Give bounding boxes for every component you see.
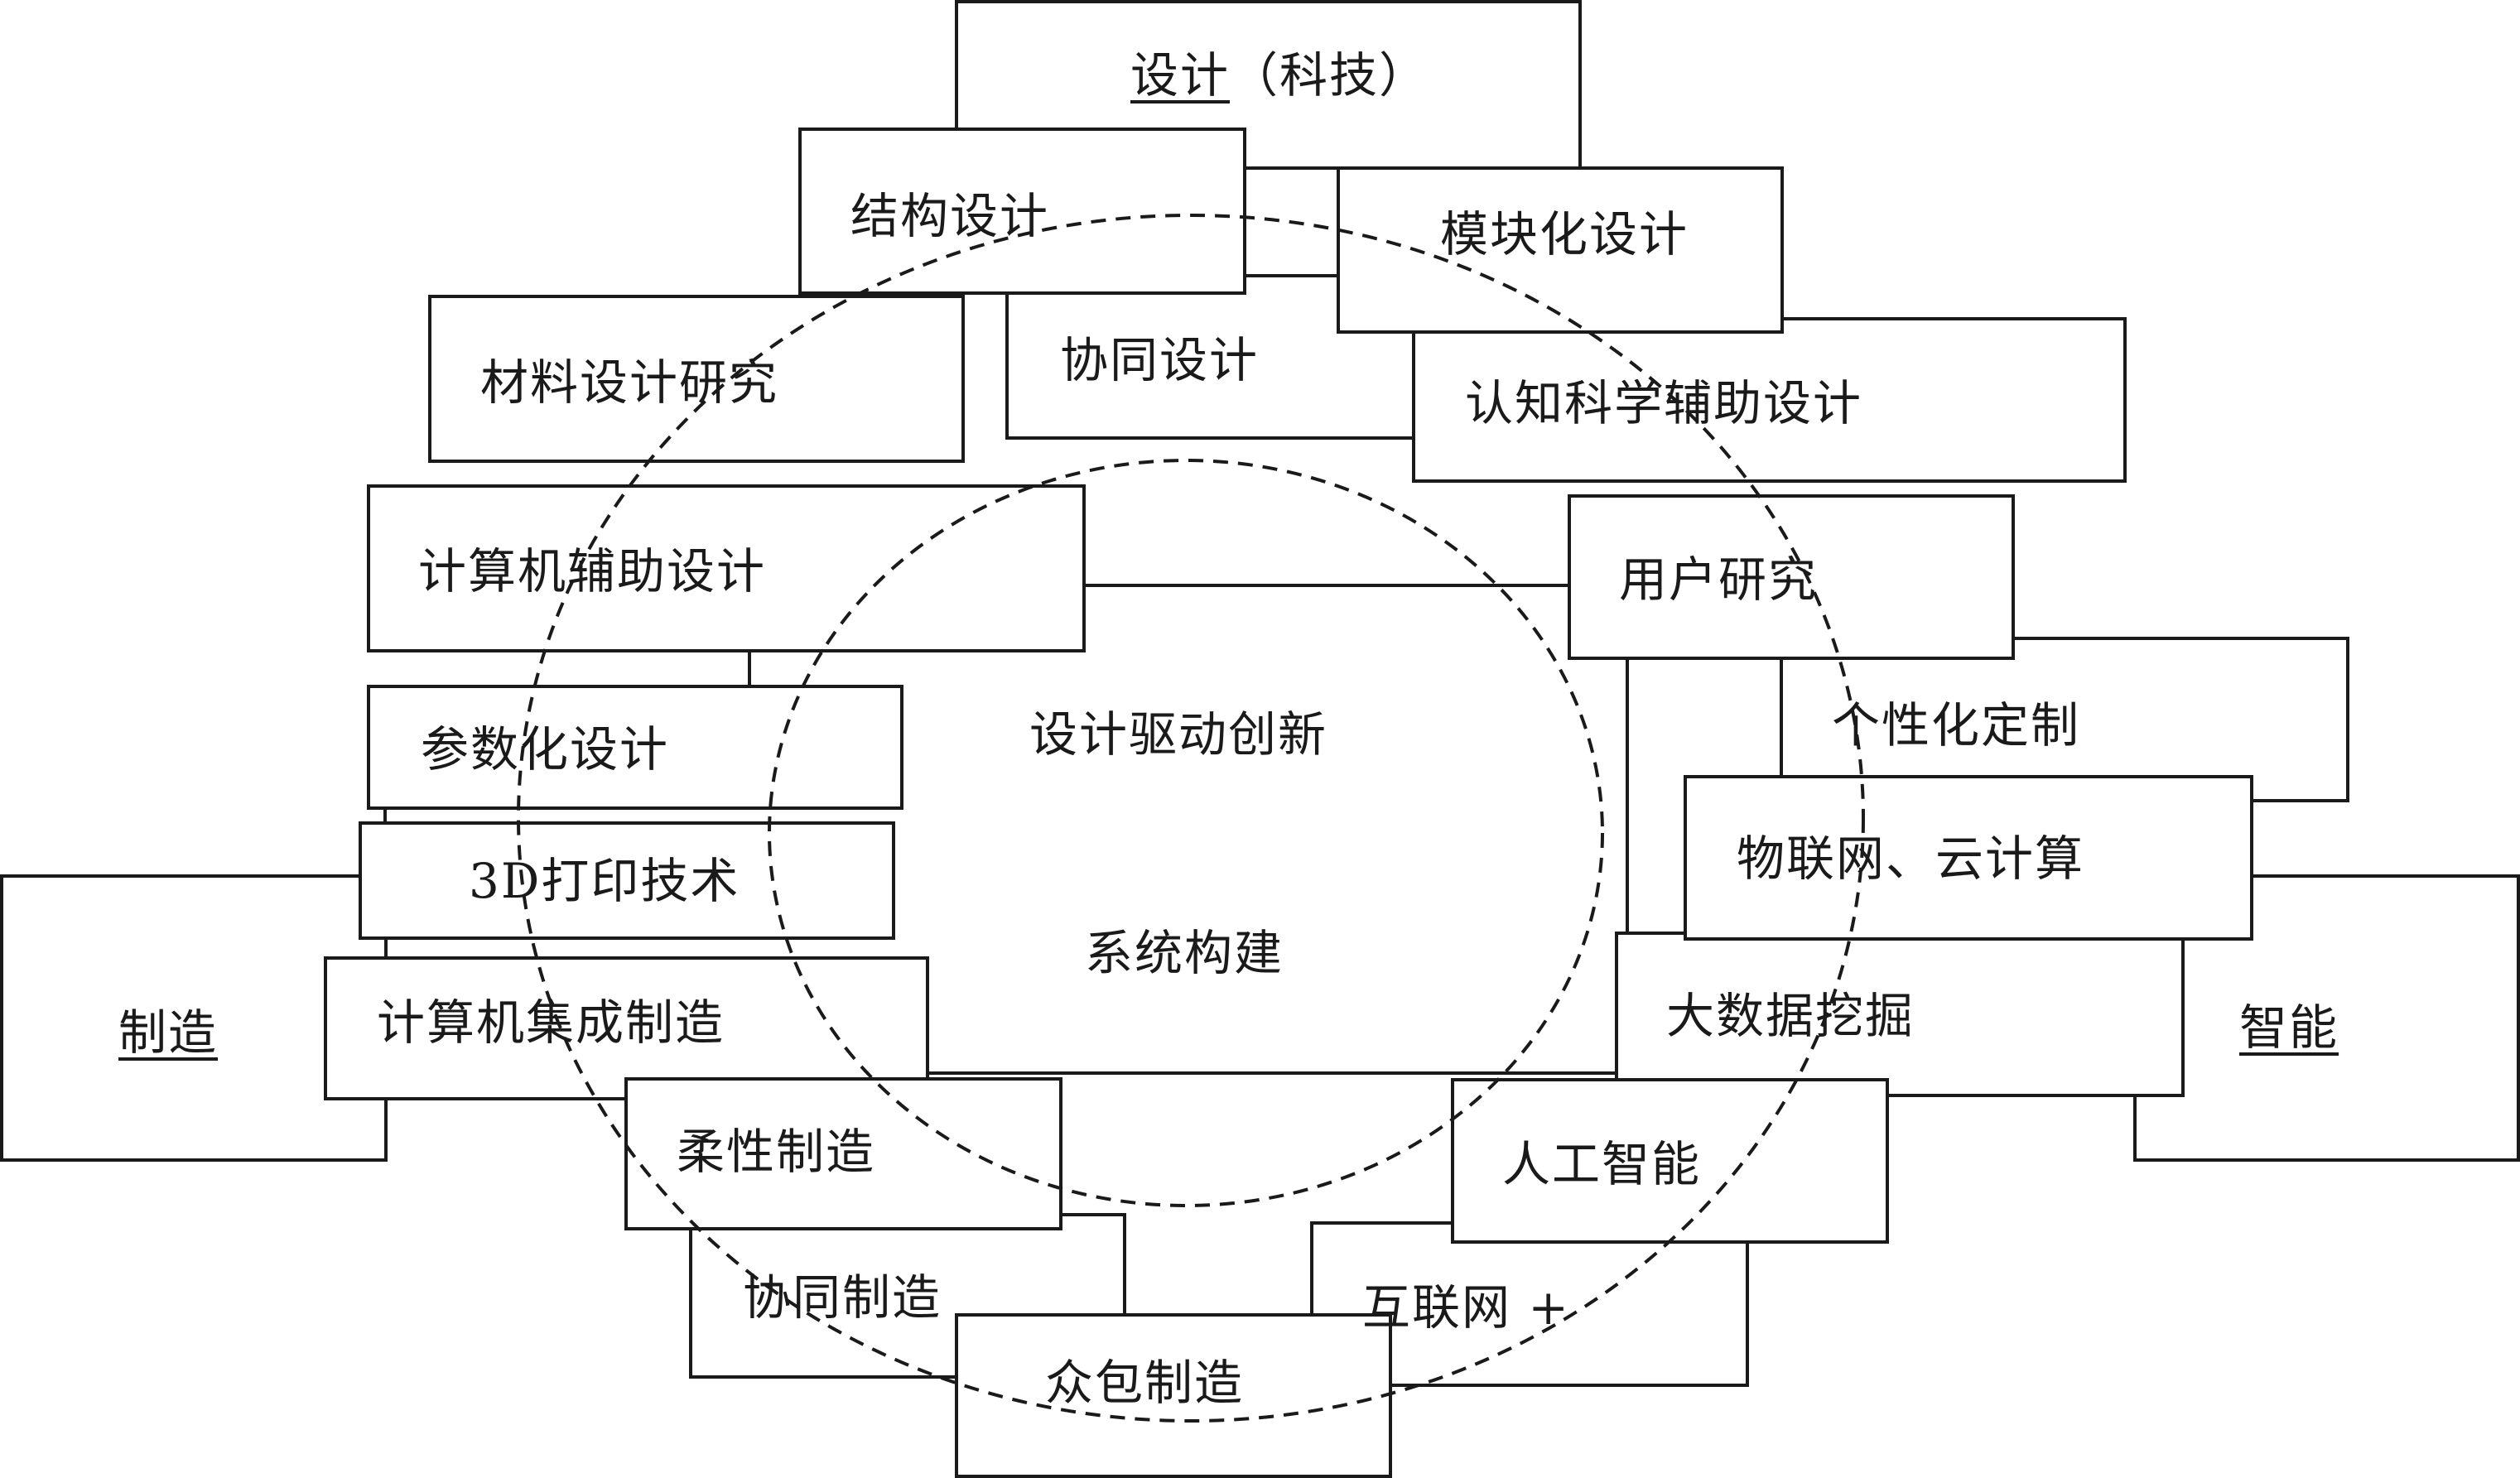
manufacturing-box xyxy=(0,874,388,1162)
structure-design-label: 结构设计 xyxy=(850,188,1050,244)
printing-3d-label: 3D打印技术 xyxy=(469,853,740,909)
intelligence-label: 智能 xyxy=(2239,999,2339,1056)
center-subtitle: 系统构建 xyxy=(1085,925,1284,981)
ai-label: 人工智能 xyxy=(1502,1136,1702,1192)
center-title: 设计驱动创新 xyxy=(1029,706,1328,763)
design-tech-label: 设计（科技） xyxy=(1130,51,1429,99)
crowdsourced-mfg-label: 众包制造 xyxy=(1045,1355,1245,1411)
user-research-label: 用户研究 xyxy=(1619,551,1819,608)
material-design-label: 材料设计研究 xyxy=(480,354,779,411)
modular-design-label: 模块化设计 xyxy=(1440,206,1689,262)
flexible-mfg-label: 柔性制造 xyxy=(677,1124,876,1180)
iot-cloud-label: 物联网、云计算 xyxy=(1737,830,2085,887)
personalized-custom-label: 个性化定制 xyxy=(1832,697,2081,753)
cim-label: 计算机集成制造 xyxy=(377,994,725,1051)
collaborative-design-label: 协同设计 xyxy=(1060,332,1260,388)
manufacturing-label: 制造 xyxy=(118,1004,219,1061)
big-data-label: 大数据挖掘 xyxy=(1666,988,1915,1044)
personalized-custom-box xyxy=(1780,637,2349,802)
cad-label: 计算机辅助设计 xyxy=(418,543,767,599)
design-underlined-word: 设计 xyxy=(1130,47,1231,104)
parametric-design-label: 参数化设计 xyxy=(421,721,670,778)
cognitive-aided-design-label: 认知科学辅助设计 xyxy=(1465,375,1863,431)
design-tech-suffix: （科技） xyxy=(1230,47,1429,104)
collaborative-mfg-label: 协同制造 xyxy=(743,1269,942,1326)
internet-plus-label: 互联网 + xyxy=(1362,1279,1571,1336)
